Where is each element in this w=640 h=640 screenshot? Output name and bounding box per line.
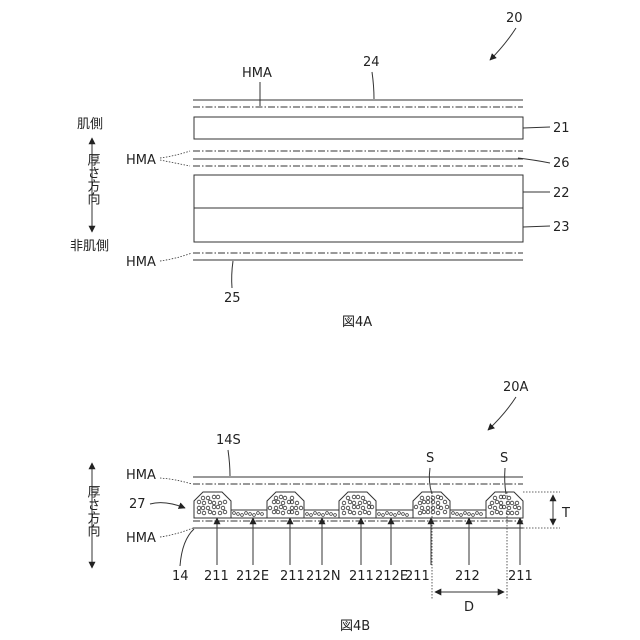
label-s-2-leader — [505, 468, 506, 494]
label-25: 25 — [224, 291, 241, 306]
ref-20a-arrow — [488, 397, 516, 430]
label-27: 27 — [129, 497, 146, 512]
label-s-1: S — [426, 451, 434, 466]
label-25-leader — [232, 261, 233, 288]
ref-20-label: 20 — [506, 11, 523, 26]
label-211: 211 — [349, 569, 374, 584]
label-23: 23 — [553, 220, 570, 235]
hma-mid-leader-1 — [160, 151, 190, 158]
label-24-leader — [372, 72, 374, 99]
caption-4b: 図4B — [340, 619, 370, 634]
hma-top-label: HMA — [242, 66, 272, 81]
hma-mid-label: HMA — [126, 153, 156, 168]
label-24: 24 — [363, 55, 380, 70]
hma-b-top-leader — [160, 478, 192, 484]
thickness-direction-label-a: 厚さ方向 — [85, 153, 101, 205]
ref-20a-label: 20A — [503, 380, 529, 395]
label-23-leader — [523, 226, 550, 227]
label-14s-leader — [228, 450, 230, 476]
layer-22 — [194, 175, 523, 208]
label-21-leader — [523, 127, 550, 128]
figure-4b: 20A 14S HMA 27 HMA 14 S S T D — [85, 380, 571, 634]
label-26-leader — [518, 158, 550, 163]
label-212E: 212E — [236, 569, 269, 584]
ref-20-arrow — [490, 28, 516, 60]
label-14-leader — [180, 529, 194, 566]
label-212: 212 — [455, 569, 480, 584]
label-212E: 212E — [375, 569, 408, 584]
thickness-direction-label-b: 厚さ方向 — [85, 485, 101, 537]
hma-bottom-label: HMA — [126, 255, 156, 270]
label-14: 14 — [172, 569, 189, 584]
hma-mid-leader-2 — [160, 160, 190, 166]
label-211: 211 — [405, 569, 430, 584]
non-skin-side-label: 非肌側 — [70, 239, 109, 254]
label-21: 21 — [553, 121, 570, 136]
label-s-1-leader — [429, 468, 432, 494]
skin-side-label: 肌側 — [77, 117, 103, 132]
layer-21 — [194, 117, 523, 139]
label-211: 211 — [204, 569, 229, 584]
label-d: D — [464, 600, 474, 615]
layer-23 — [194, 208, 523, 242]
figure-4a: 20 HMA 24 21 HMA 26 22 23 HMA 25 — [70, 11, 570, 330]
hma-b-top-label: HMA — [126, 468, 156, 483]
label-14s: 14S — [216, 433, 241, 448]
label-t: T — [561, 506, 570, 521]
hma-bottom-leader — [160, 253, 192, 261]
label-s-2: S — [500, 451, 508, 466]
label-26: 26 — [553, 156, 570, 171]
label-27-arrow — [150, 503, 185, 508]
label-212N: 212N — [306, 569, 341, 584]
label-211: 211 — [508, 569, 533, 584]
caption-4a: 図4A — [342, 315, 372, 330]
label-211: 211 — [280, 569, 305, 584]
absorbent-layer-27 — [194, 492, 523, 518]
label-22: 22 — [553, 186, 570, 201]
hma-b-bottom-label: HMA — [126, 531, 156, 546]
